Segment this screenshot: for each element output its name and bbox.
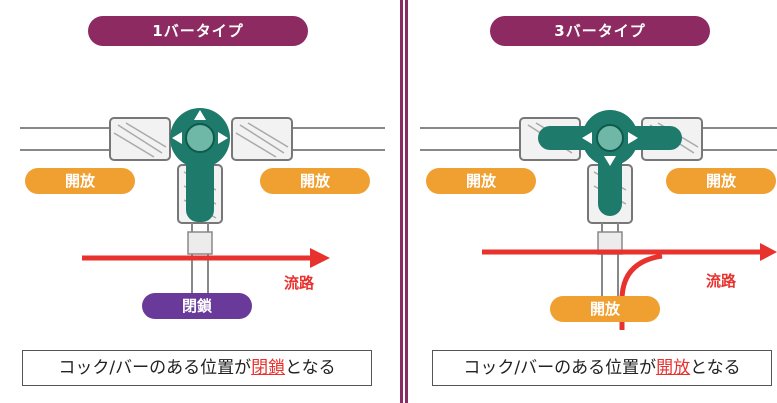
- divider-line: [400, 0, 403, 403]
- arrow-up-icon: [194, 110, 206, 120]
- caption-emphasis: 開放: [656, 358, 691, 378]
- title-3-bar-type: 3バータイプ: [490, 16, 710, 46]
- flow-path-label: 流路: [284, 274, 315, 292]
- stopcock-diagram-1-bar: [20, 108, 385, 300]
- caption-prefix: コック/バーのある位置が: [58, 358, 252, 378]
- caption-suffix: となる: [285, 358, 336, 378]
- caption-prefix: コック/バーのある位置が: [463, 358, 657, 378]
- label-open-bottom: 開放: [550, 296, 660, 322]
- caption-emphasis: 閉鎖: [251, 358, 286, 378]
- tube-right: [700, 127, 777, 151]
- tube-left: [20, 127, 115, 151]
- stopcock-handle: [170, 108, 230, 222]
- caption-suffix: となる: [690, 358, 741, 378]
- panel-1-bar-type: 1バータイプ 開放 開放 閉鎖 流路 コック/バーのある位置が閉鎖となる: [20, 16, 385, 386]
- label-closed-bottom: 閉鎖: [142, 293, 252, 319]
- arrow-left-icon: [582, 132, 592, 144]
- panel-3-bar-type: 3バータイプ 開放 開放 開放 流路 コック/バーのある位置が開放となる: [410, 0, 777, 403]
- caption-closed: コック/バーのある位置が閉鎖となる: [22, 350, 372, 386]
- arrow-left-icon: [172, 132, 182, 144]
- label-open-right: 開放: [666, 168, 776, 194]
- arrow-right-icon: [628, 132, 638, 144]
- arrow-right-icon: [218, 132, 228, 144]
- arrow-down-icon: [604, 156, 616, 166]
- label-open-left: 開放: [25, 168, 135, 194]
- flow-path-label: 流路: [706, 272, 737, 290]
- caption-open: コック/バーのある位置が開放となる: [432, 350, 772, 386]
- divider-line: [405, 0, 408, 403]
- stopcock-handle: [538, 110, 682, 216]
- flow-arrow: [82, 248, 330, 268]
- tube-left: [420, 127, 525, 151]
- label-open-right: 開放: [260, 168, 370, 194]
- stopcock-diagram-3-bar: [420, 110, 777, 330]
- tube-right: [290, 127, 385, 151]
- label-open-left: 開放: [426, 168, 536, 194]
- title-1-bar-type: 1バータイプ: [88, 16, 308, 46]
